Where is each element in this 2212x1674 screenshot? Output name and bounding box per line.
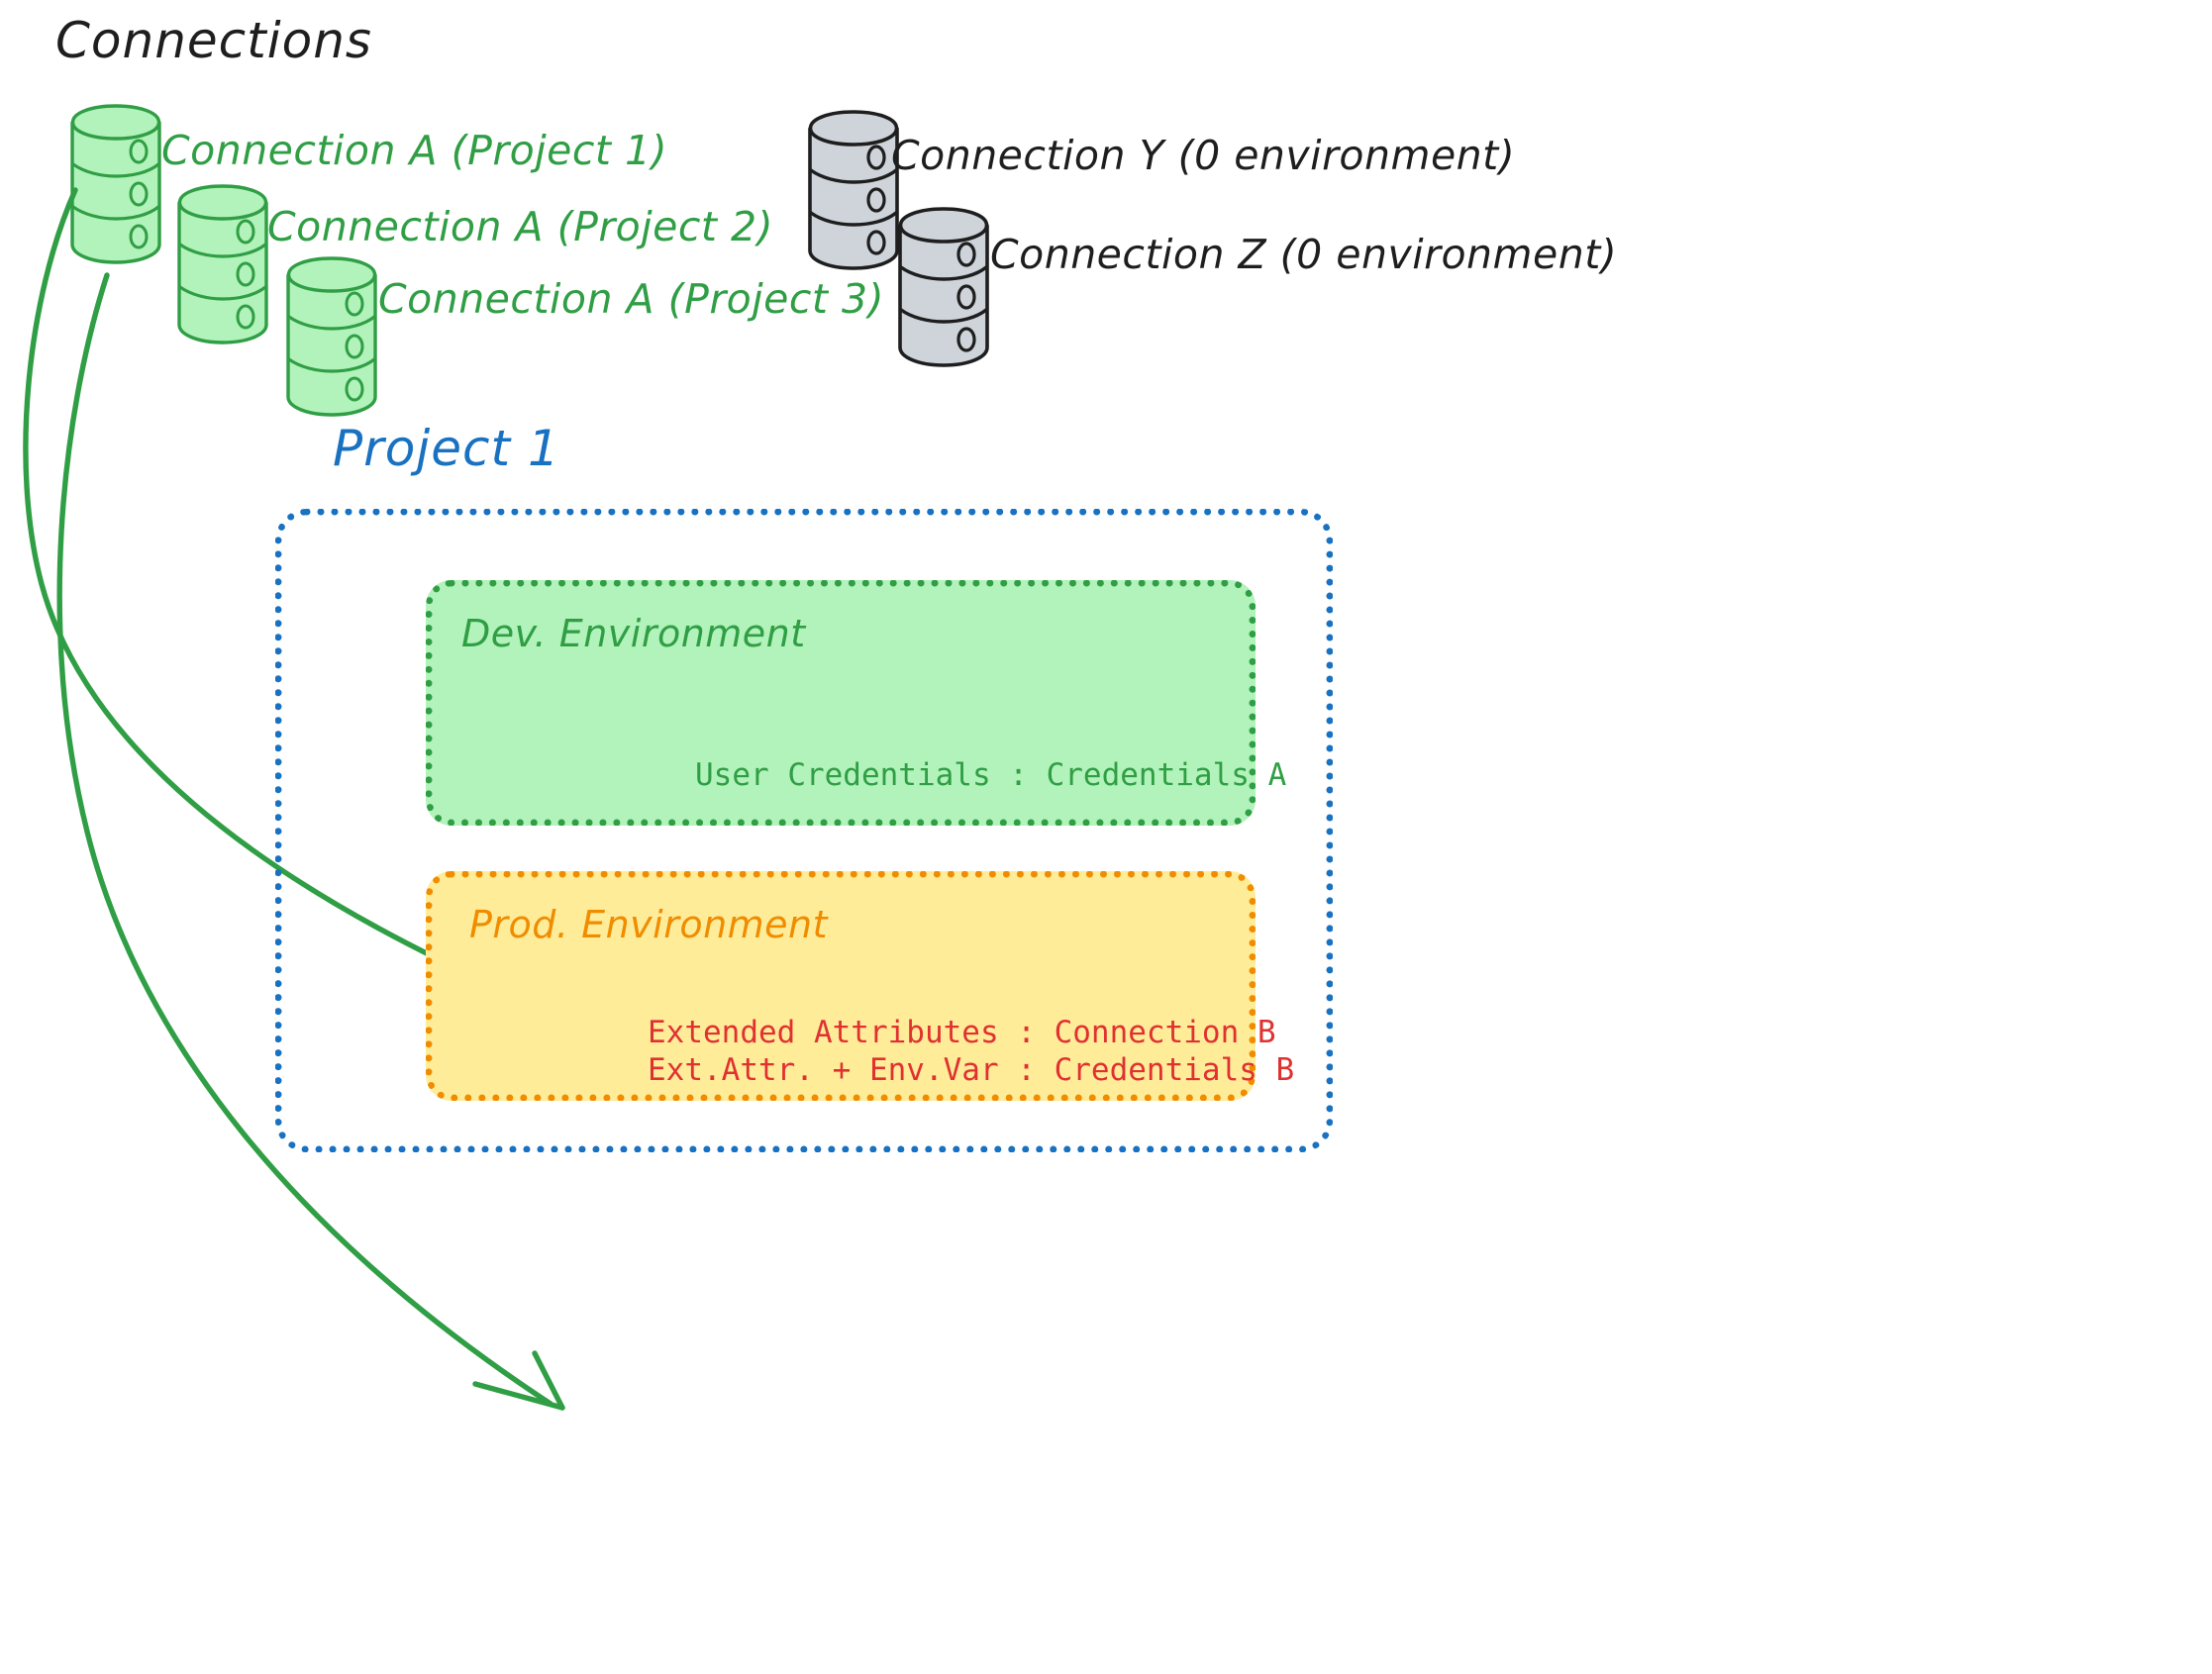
dev-environment-box: [426, 580, 1256, 826]
connection-label-y: Connection Y (0 environment): [891, 132, 1516, 179]
database-cylinder-icon-a2: [177, 184, 268, 345]
database-cylinder-icon-z: [898, 207, 989, 367]
connection-label-a-project-3: Connection A (Project 3): [378, 275, 885, 323]
prod-environment-title: Prod. Environment: [469, 903, 829, 946]
database-cylinder-icon-y: [808, 110, 899, 270]
connection-label-z: Connection Z (0 environment): [990, 231, 1618, 278]
connection-label-a-project-2: Connection A (Project 2): [267, 203, 774, 250]
project-boundary-box: [275, 509, 1333, 1152]
prod-environment-entry-extended-attributes: Extended Attributes : Connection B: [648, 1015, 1276, 1050]
project-title: Project 1: [333, 420, 560, 477]
database-cylinder-icon-a1: [70, 104, 161, 264]
database-cylinder-icon-a3: [286, 256, 377, 417]
page-title: Connections: [55, 12, 372, 69]
dev-environment-title: Dev. Environment: [461, 612, 806, 655]
connection-label-a-project-1: Connection A (Project 1): [161, 127, 668, 174]
prod-environment-entry-ext-attr-env-var: Ext.Attr. + Env.Var : Credentials B: [648, 1052, 1295, 1088]
prod-environment-box: [426, 871, 1256, 1101]
dev-environment-entry-user-credentials: User Credentials : Credentials A: [695, 757, 1287, 793]
